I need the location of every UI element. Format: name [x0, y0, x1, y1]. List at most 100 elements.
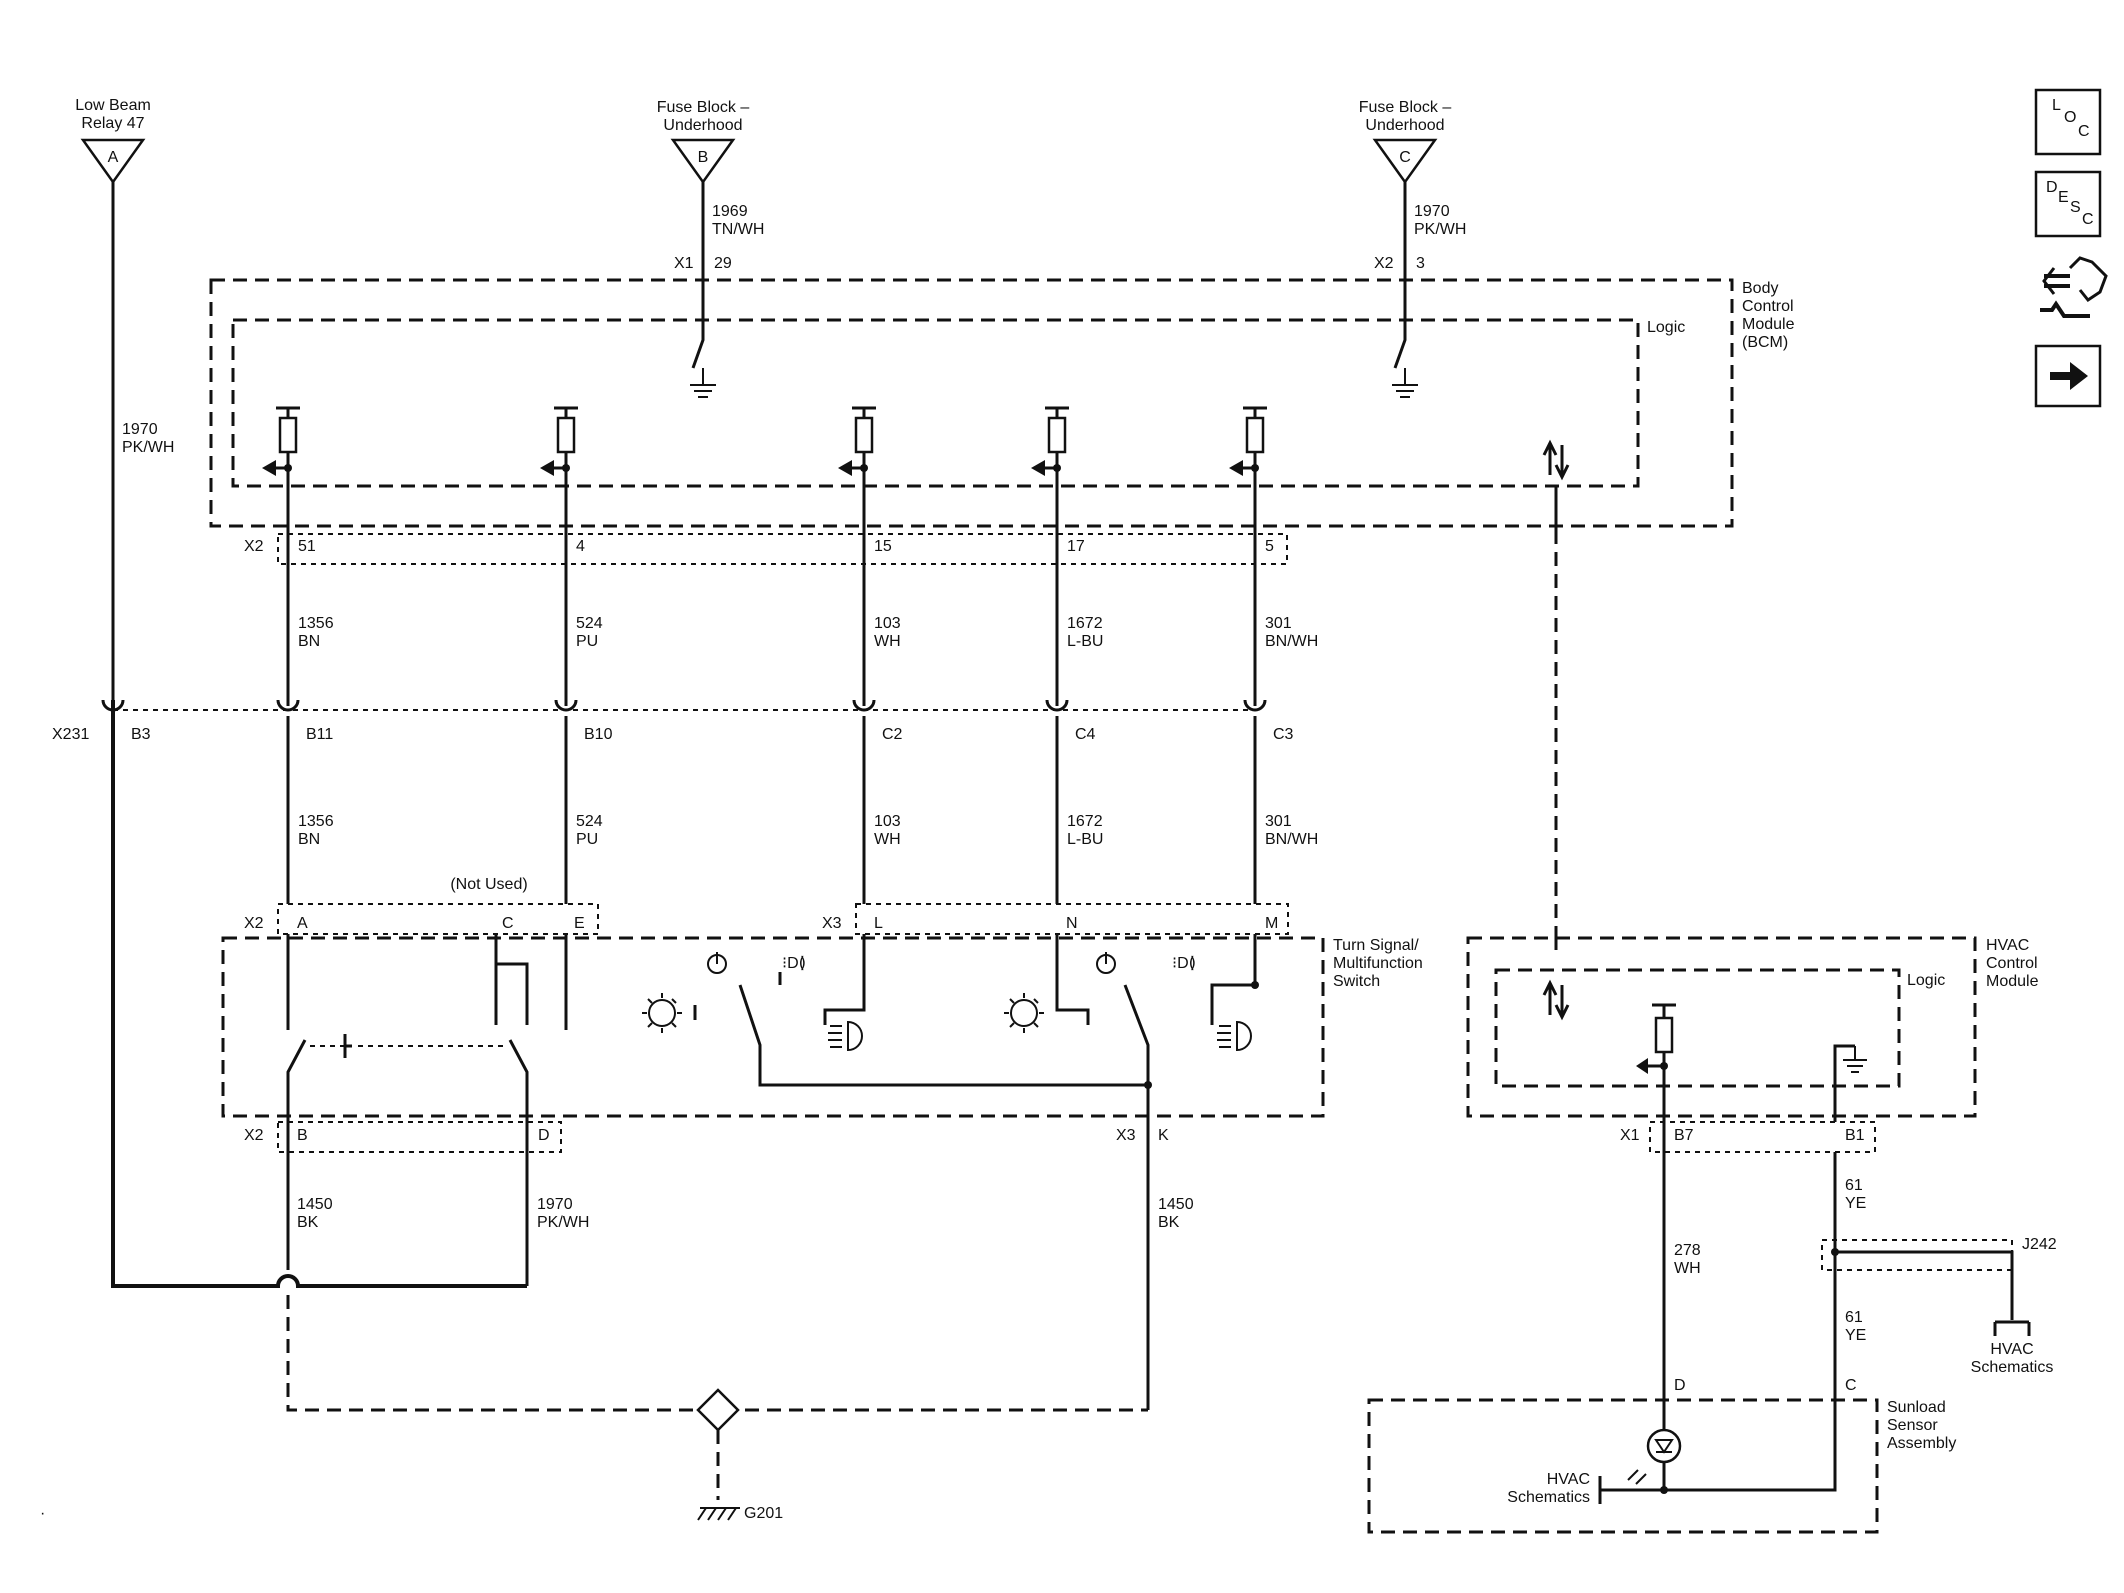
wire-ye-top-num: 61 [1845, 1177, 1863, 1194]
inline-pin-symbol-3 [554, 699, 578, 712]
wire-ye-top-color: YE [1845, 1195, 1866, 1212]
next-page-button[interactable] [2034, 344, 2102, 408]
hvac-label-3: Module [1986, 973, 2039, 990]
svg-text:C: C [2078, 123, 2090, 140]
wire-b-num: 1969 [712, 203, 748, 220]
switch-x3-bottom-label: X3 [1116, 1127, 1136, 1144]
sunload-sensor-assembly: Sunload Sensor Assembly D C HVAC Schemat… [1367, 1377, 1956, 1534]
sunload-label-1: Sunload [1887, 1399, 1946, 1416]
switch-pin-e: E [574, 915, 585, 932]
switch-pin-k: K [1158, 1127, 1169, 1144]
wire-1-color-1: BN [298, 633, 320, 650]
wire-gnd-k-num: 1450 [1158, 1196, 1194, 1213]
bcm-output-drivers [262, 406, 1267, 476]
bcm-logic-label: Logic [1647, 319, 1685, 336]
wire-1-num-1: 1356 [298, 615, 334, 632]
switch-pin-c: C [502, 915, 514, 932]
bcm-pin-3: 15 [874, 538, 892, 555]
bcm-x1-label: X1 [674, 255, 694, 272]
wire-2-color-1: PU [576, 633, 598, 650]
switch-pin-n: N [1066, 915, 1078, 932]
desc-button[interactable]: D E S C [2034, 170, 2102, 238]
svg-text:⁝D≬: ⁝D≬ [782, 955, 806, 972]
inline-pin-1: B3 [131, 726, 151, 743]
switch-pin-m: M [1265, 915, 1278, 932]
low-beam-icon [828, 1020, 863, 1052]
fog-lamp-icon-right: ⁝D≬ [1172, 955, 1196, 972]
wire-c-num: 1970 [1414, 203, 1450, 220]
source-fuse-block-c: Fuse Block – Underhood C [1359, 99, 1452, 185]
inline-pin-3: B10 [584, 726, 613, 743]
inline-connector-x231: X231 [52, 709, 1255, 743]
bcm-driver-1 [262, 406, 300, 476]
bcm-driver-3 [838, 406, 876, 476]
source-c-triangle [1372, 138, 1438, 185]
wire-1-num-2: 1356 [298, 813, 334, 830]
svg-text:L: L [2052, 97, 2061, 114]
sunload-label-2: Sensor [1887, 1417, 1938, 1434]
circuit-wires: 1356BN1356BN524PU524PU103WH103WH1672L-BU… [286, 468, 1318, 904]
hvac-pin-b1: B1 [1845, 1127, 1865, 1144]
wire-gnd-k-color: BK [1158, 1214, 1180, 1231]
bcm-pin-2: 4 [576, 538, 585, 555]
bcm-pin-4: 17 [1067, 538, 1085, 555]
hvac-label-1: HVAC [1986, 937, 2029, 954]
photodiode-icon [1627, 1428, 1682, 1485]
bcm-connector-label: X2 [244, 538, 264, 555]
wire-5-num-2: 301 [1265, 813, 1292, 830]
wire-b-color: TN/WH [712, 221, 764, 238]
wire-4-color-1: L-BU [1067, 633, 1103, 650]
source-c-line1: Fuse Block – [1359, 99, 1452, 116]
source-a-pin: A [108, 149, 119, 166]
switch-label-1: Turn Signal/ [1333, 937, 1419, 954]
wire-pkwh-d-color: PK/WH [537, 1214, 589, 1231]
connector-repair-button[interactable] [2040, 256, 2108, 318]
wire-2-color-2: PU [576, 831, 598, 848]
wire-5-num-1: 301 [1265, 615, 1292, 632]
connector-repair-icon [2040, 256, 2108, 318]
source-a-line1: Low Beam [75, 97, 151, 114]
wire-3-color-2: WH [874, 831, 901, 848]
switch-pin-a: A [297, 915, 308, 932]
switch-internals: ⁝D≬ ⁝D≬ [286, 934, 1259, 1100]
splice-j242: J242 HVAC Schematics [1821, 1236, 2057, 1376]
bcm-label-4: (BCM) [1742, 334, 1788, 351]
source-a-triangle [80, 138, 146, 185]
bcm-label-2: Control [1742, 298, 1794, 315]
inline-pin-symbol-2 [276, 699, 300, 712]
wire-ye-bot-num: 61 [1845, 1309, 1863, 1326]
inline-pin-4: C2 [882, 726, 903, 743]
wire-278-color: WH [1674, 1260, 1701, 1277]
inline-pin-2: B11 [306, 726, 333, 743]
body-control-module: Logic Body Control Module (BCM) [209, 278, 1795, 528]
wire-a-num: 1970 [122, 421, 158, 438]
source-fuse-block-b: Fuse Block – Underhood B [657, 99, 749, 185]
next-page-arrow-icon [2050, 362, 2088, 390]
source-c-line2: Underhood [1365, 117, 1444, 134]
sunload-label-3: Assembly [1887, 1435, 1956, 1452]
switch-pin-l: L [874, 915, 883, 932]
hvac-serial-data-icon [1542, 979, 1570, 1021]
wire-3-num-1: 103 [874, 615, 901, 632]
bcm-label-1: Body [1742, 280, 1778, 297]
ground-g201: G201 [696, 1388, 783, 1522]
wire-1-color-2: BN [298, 831, 320, 848]
svg-text:·: · [40, 1505, 45, 1522]
inline-pin-symbol-5 [1045, 699, 1069, 712]
ground-name: G201 [744, 1505, 783, 1522]
hvac-pin-b7: B7 [1674, 1127, 1694, 1144]
bcm-serial-data-icon [1542, 439, 1570, 481]
hvac-driver [1636, 1003, 1676, 1074]
wire-a-color: PK/WH [122, 439, 174, 456]
wire-4-num-2: 1672 [1067, 813, 1103, 830]
hvac-ref-top-1: HVAC [1990, 1341, 2033, 1358]
loc-button[interactable]: L O C [2034, 88, 2102, 156]
wire-ye-bot-color: YE [1845, 1327, 1866, 1344]
source-low-beam-relay: Low Beam Relay 47 A [75, 97, 151, 185]
hvac-x1-label: X1 [1620, 1127, 1640, 1144]
wire-pkwh-d-num: 1970 [537, 1196, 573, 1213]
inline-pin-symbol-4 [852, 699, 876, 712]
bcm-x2-label: X2 [1374, 255, 1394, 272]
hvac-control-module: Logic HVAC Control Module [1466, 936, 2039, 1118]
not-used-label: (Not Used) [450, 876, 527, 893]
